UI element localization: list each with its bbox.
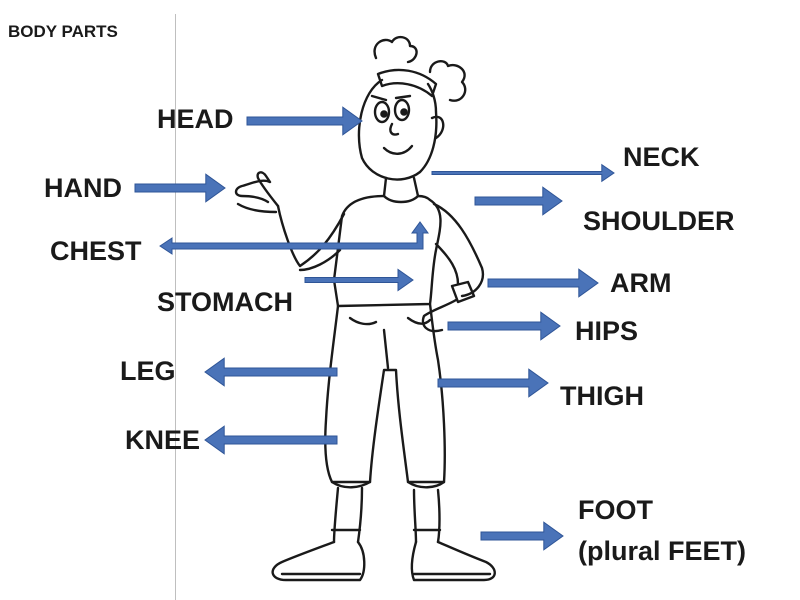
neck-arrow bbox=[431, 163, 615, 183]
label-leg: LEG bbox=[120, 356, 176, 386]
shoulder-arrow bbox=[474, 186, 563, 216]
label-shoulder: SHOULDER bbox=[583, 206, 735, 236]
leg-arrow bbox=[204, 357, 338, 387]
stomach-arrow bbox=[304, 268, 414, 292]
thigh-arrow bbox=[437, 368, 549, 398]
hair-puff-top-icon bbox=[373, 35, 418, 64]
label-hips: HIPS bbox=[575, 316, 639, 346]
chest-arrow bbox=[159, 221, 429, 255]
hand-arrow bbox=[134, 173, 226, 203]
label-foot-plural: (plural FEET) bbox=[578, 536, 746, 566]
label-head: HEAD bbox=[157, 104, 234, 134]
hair-puff-side-icon bbox=[428, 60, 467, 102]
divider-line bbox=[175, 14, 176, 600]
label-knee: KNEE bbox=[125, 425, 201, 455]
knee-arrow bbox=[204, 425, 338, 455]
label-hand: HAND bbox=[44, 173, 122, 203]
hips-arrow bbox=[447, 311, 561, 341]
label-thigh: THIGH bbox=[560, 381, 644, 411]
label-foot: FOOT bbox=[578, 495, 653, 525]
label-arm: ARM bbox=[610, 268, 672, 298]
foot-arrow bbox=[480, 521, 564, 551]
label-chest: CHEST bbox=[50, 236, 142, 266]
head-arrow bbox=[246, 106, 363, 136]
label-stomach: STOMACH bbox=[157, 287, 294, 317]
arm-arrow bbox=[487, 268, 599, 298]
diagram-title: BODY PARTS bbox=[8, 22, 118, 41]
label-neck: NECK bbox=[623, 142, 700, 172]
